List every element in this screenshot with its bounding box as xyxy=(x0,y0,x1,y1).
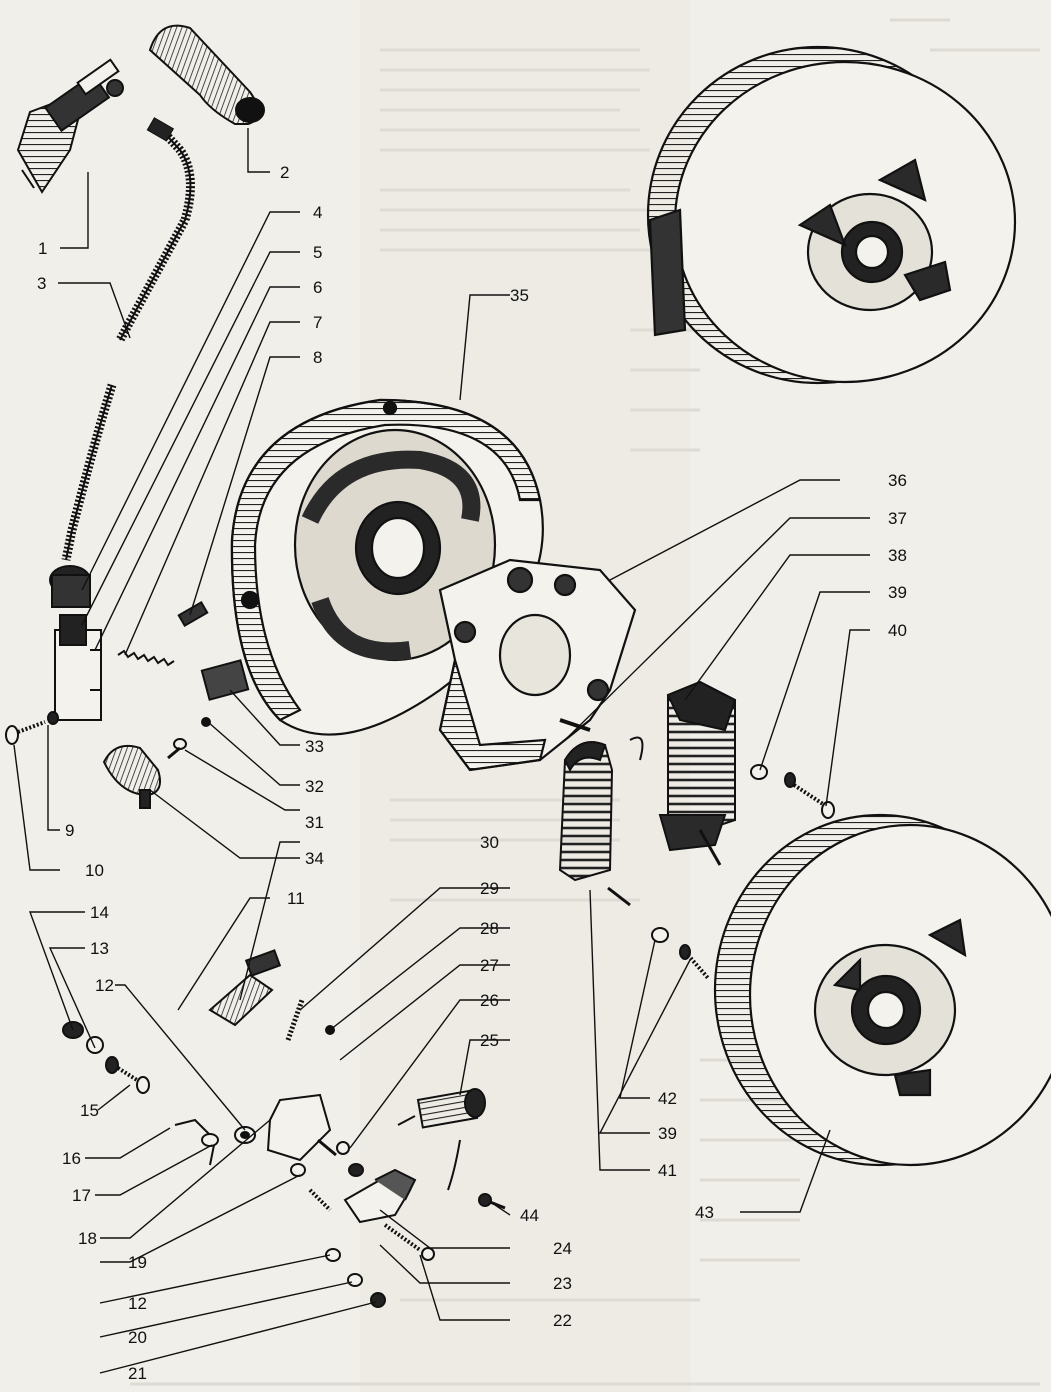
part-label: 38 xyxy=(888,546,907,565)
part-label: 21 xyxy=(128,1364,147,1383)
screw-part xyxy=(478,1193,506,1210)
part-label: 7 xyxy=(313,313,322,332)
part-label: 23 xyxy=(553,1274,572,1293)
part-label: 25 xyxy=(480,1031,499,1050)
part-label: 11 xyxy=(287,889,305,908)
part-label: 16 xyxy=(62,1149,81,1168)
part-label: 20 xyxy=(128,1328,147,1347)
flywheel-bottom-part xyxy=(713,813,1051,1167)
knob-part xyxy=(102,744,161,809)
part-label: 34 xyxy=(305,849,324,868)
part-label: 35 xyxy=(510,286,529,305)
screw-washer-part xyxy=(5,711,59,745)
part-label: 26 xyxy=(480,991,499,1010)
leader-lines xyxy=(13,128,870,1374)
part-label: 15 xyxy=(80,1101,99,1120)
part-label: 5 xyxy=(313,243,322,262)
part-label: 14 xyxy=(90,903,109,922)
part-label: 32 xyxy=(305,777,324,796)
part-label: 24 xyxy=(553,1239,572,1258)
part-label: 9 xyxy=(65,821,74,840)
lighting-coil-part xyxy=(558,736,644,907)
small-hardware-part xyxy=(167,659,250,760)
part-label: 8 xyxy=(313,348,322,367)
part-label: 6 xyxy=(313,278,322,297)
condenser-part xyxy=(397,1088,486,1191)
part-label: 29 xyxy=(480,879,499,898)
part-label: 41 xyxy=(658,1161,677,1180)
spark-plug-cap-part xyxy=(148,24,265,125)
part-label: 36 xyxy=(888,471,907,490)
ht-cable-part xyxy=(61,117,195,561)
ignition-coil-part xyxy=(658,680,737,866)
contact-breaker-part xyxy=(174,999,435,1308)
part-label: 10 xyxy=(85,861,104,880)
part-label: 40 xyxy=(888,621,907,640)
part-label: 33 xyxy=(305,737,324,756)
part-label: 42 xyxy=(658,1089,677,1108)
part-label: 12 xyxy=(128,1294,147,1313)
screw-washer-part-c xyxy=(62,1021,150,1094)
part-label: 28 xyxy=(480,919,499,938)
part-label: 18 xyxy=(78,1229,97,1248)
part-label: 39 xyxy=(888,583,907,602)
part-label: 13 xyxy=(90,939,109,958)
part-label: 43 xyxy=(695,1203,714,1222)
part-label: 12 xyxy=(95,976,114,995)
part-label: 22 xyxy=(553,1311,572,1330)
part-label: 31 xyxy=(305,813,324,832)
ignition-coil-connector-part xyxy=(49,565,102,721)
part-labels: 1 2 3 4 5 6 7 8 9 10 11 12 13 14 15 16 1… xyxy=(37,163,907,1383)
part-label: 30 xyxy=(480,833,499,852)
felt-pad-part xyxy=(208,949,282,1027)
part-label: 2 xyxy=(280,163,289,182)
screw-washer-part-b xyxy=(651,764,835,980)
part-label: 4 xyxy=(313,203,322,222)
part-label: 19 xyxy=(128,1253,147,1272)
part-label: 39 xyxy=(658,1124,677,1143)
breaker-plate-part xyxy=(438,558,637,772)
part-label: 27 xyxy=(480,956,499,975)
flywheel-top-part xyxy=(646,45,1017,385)
spark-plug-part xyxy=(16,58,124,194)
part-label: 44 xyxy=(520,1206,539,1225)
part-label: 37 xyxy=(888,509,907,528)
spring-and-pin-part xyxy=(117,600,209,667)
part-label: 1 xyxy=(38,239,47,258)
part-label: 17 xyxy=(72,1186,91,1205)
part-label: 3 xyxy=(37,274,46,293)
